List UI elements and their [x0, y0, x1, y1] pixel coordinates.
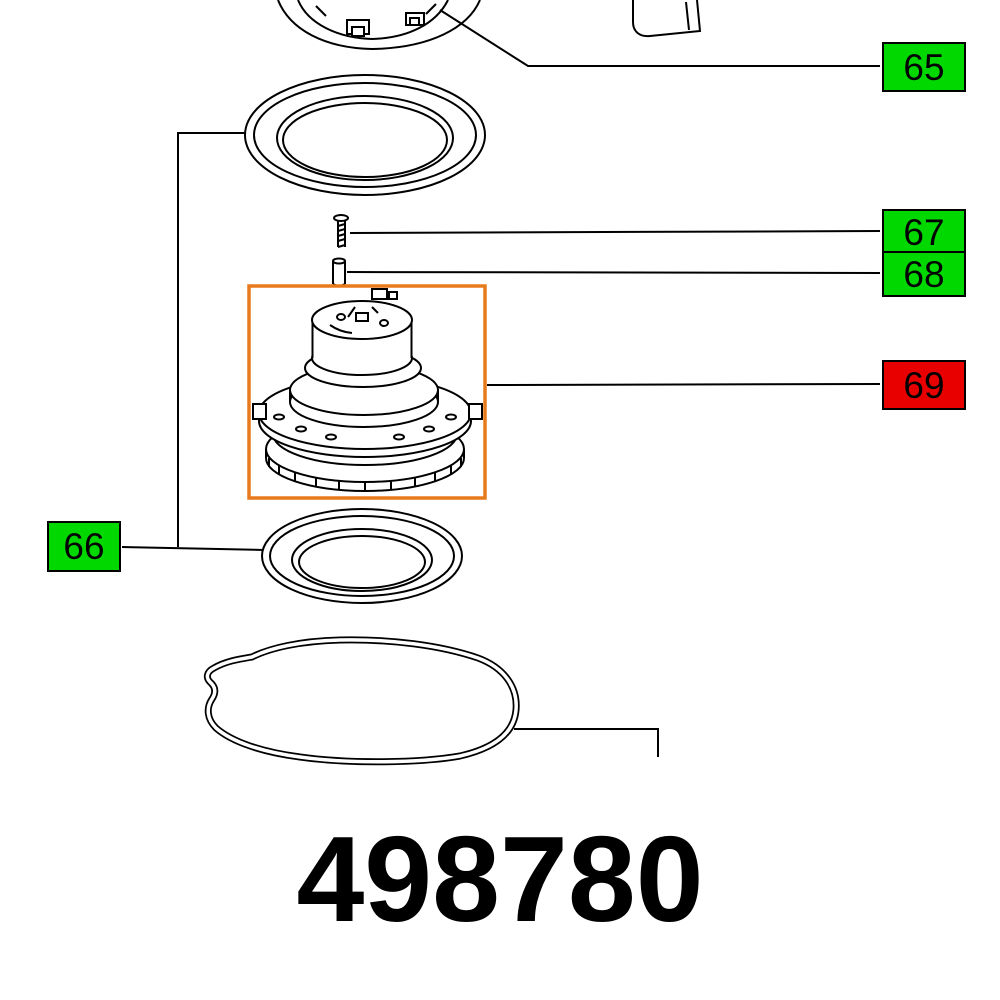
motor-assembly	[252, 288, 483, 492]
screw-thread	[337, 223, 346, 227]
leader-line-66-lower	[121, 546, 265, 551]
ring-outer-step	[253, 82, 477, 188]
ring-inner-edge	[291, 528, 433, 592]
screw-thread	[337, 228, 346, 232]
housing-inner-arc	[297, 0, 449, 41]
leader-lines	[121, 9, 881, 757]
top-assembly-partial	[277, 0, 481, 51]
band-teeth	[268, 458, 462, 491]
flange-bolt-holes	[273, 413, 457, 441]
leader-line-65	[439, 9, 880, 67]
ring-outer-step	[269, 515, 455, 597]
callout-67[interactable]: 67	[882, 209, 966, 255]
bracket-fold-line	[685, 1, 690, 31]
terminal-tab	[388, 291, 398, 300]
top-face-markings	[329, 306, 389, 334]
latch-clip-right-inner	[409, 17, 420, 26]
lower-seal-ring	[261, 508, 463, 604]
flange-tab-left	[252, 403, 267, 420]
upper-seal-ring	[244, 74, 486, 196]
screw-thread	[337, 238, 346, 242]
screw	[333, 214, 349, 248]
bracket-outline	[632, 0, 702, 38]
ring-inner-step	[282, 102, 448, 178]
selection-box	[247, 284, 487, 500]
pin-top	[332, 257, 346, 265]
top-right-bracket-partial	[632, 0, 702, 38]
flange-tab-right	[468, 403, 483, 420]
leader-line-68	[346, 271, 881, 274]
part-number: 498780	[296, 811, 704, 947]
ring-outer-edge	[261, 508, 463, 604]
housing-detail-line	[425, 3, 437, 15]
housing-detail-line	[315, 5, 327, 17]
callout-65[interactable]: 65	[882, 42, 966, 92]
gasket	[203, 636, 520, 766]
leader-line-66-upper	[177, 132, 246, 547]
pin	[332, 257, 346, 287]
latch-clip-left-inner	[351, 26, 365, 37]
screw-thread	[337, 233, 346, 237]
callout-69[interactable]: 69	[882, 360, 966, 410]
callout-66[interactable]: 66	[47, 521, 121, 572]
gasket-outline-outer	[203, 636, 520, 766]
terminal-block	[371, 288, 388, 300]
leader-line-67	[349, 230, 881, 234]
gasket-outline-inner	[205, 638, 518, 764]
ring-inner-edge	[276, 95, 454, 181]
callout-68[interactable]: 68	[882, 251, 966, 297]
housing-outer-arc	[277, 0, 481, 51]
screw-head	[333, 214, 349, 222]
leader-line-gasket	[514, 728, 659, 757]
ring-inner-step	[298, 535, 426, 589]
screw-tip	[337, 244, 346, 248]
leader-line-69	[486, 383, 881, 386]
